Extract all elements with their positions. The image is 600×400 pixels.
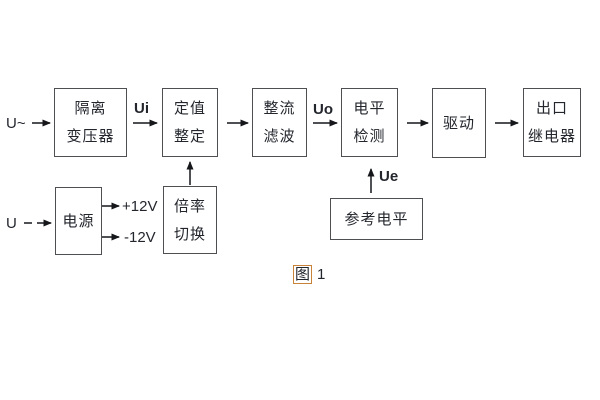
- caption-fig-char: 图: [293, 265, 313, 284]
- block-isolation-transformer: 隔离 变压器: [54, 88, 127, 157]
- block-level-detect: 电平 检测: [341, 88, 398, 157]
- label-neg-rail: -12V: [124, 229, 156, 246]
- block-rectifier-filter: 整流 滤波: [252, 88, 307, 157]
- label-uo: Uo: [313, 101, 333, 118]
- block-label: 出口: [535, 100, 568, 117]
- block-label: 隔离: [74, 100, 107, 117]
- block-label: 整流: [263, 100, 296, 117]
- block-driver: 驱动: [432, 88, 486, 158]
- block-label: 倍率: [173, 197, 206, 215]
- block-power-supply: 电源: [55, 187, 102, 255]
- caption-figure: 图 1: [293, 265, 325, 284]
- label-ac-input: U~: [6, 115, 26, 132]
- label-pos-rail: +12V: [122, 198, 158, 215]
- block-label: 整定: [173, 128, 206, 145]
- block-label: 滤波: [263, 128, 296, 145]
- block-label: 参考电平: [344, 210, 409, 228]
- block-label: 电平: [353, 100, 386, 117]
- label-ui: Ui: [134, 100, 149, 117]
- block-label: 继电器: [527, 128, 576, 145]
- block-label: 驱动: [442, 114, 475, 132]
- block-setting-adjust: 定值 整定: [162, 88, 218, 157]
- block-ratio-switch: 倍率 切换: [163, 186, 217, 254]
- block-reference-level: 参考电平: [330, 198, 423, 240]
- block-label: 定值: [173, 100, 206, 117]
- label-ue: Ue: [379, 168, 399, 185]
- caption-fig-number: 1: [317, 266, 326, 283]
- block-label: 检测: [353, 128, 386, 145]
- block-label: 切换: [173, 225, 206, 243]
- block-label: 电源: [62, 212, 95, 230]
- block-output-relay: 出口 继电器: [523, 88, 581, 157]
- block-label: 变压器: [66, 128, 115, 145]
- label-dc-input: U: [6, 215, 17, 232]
